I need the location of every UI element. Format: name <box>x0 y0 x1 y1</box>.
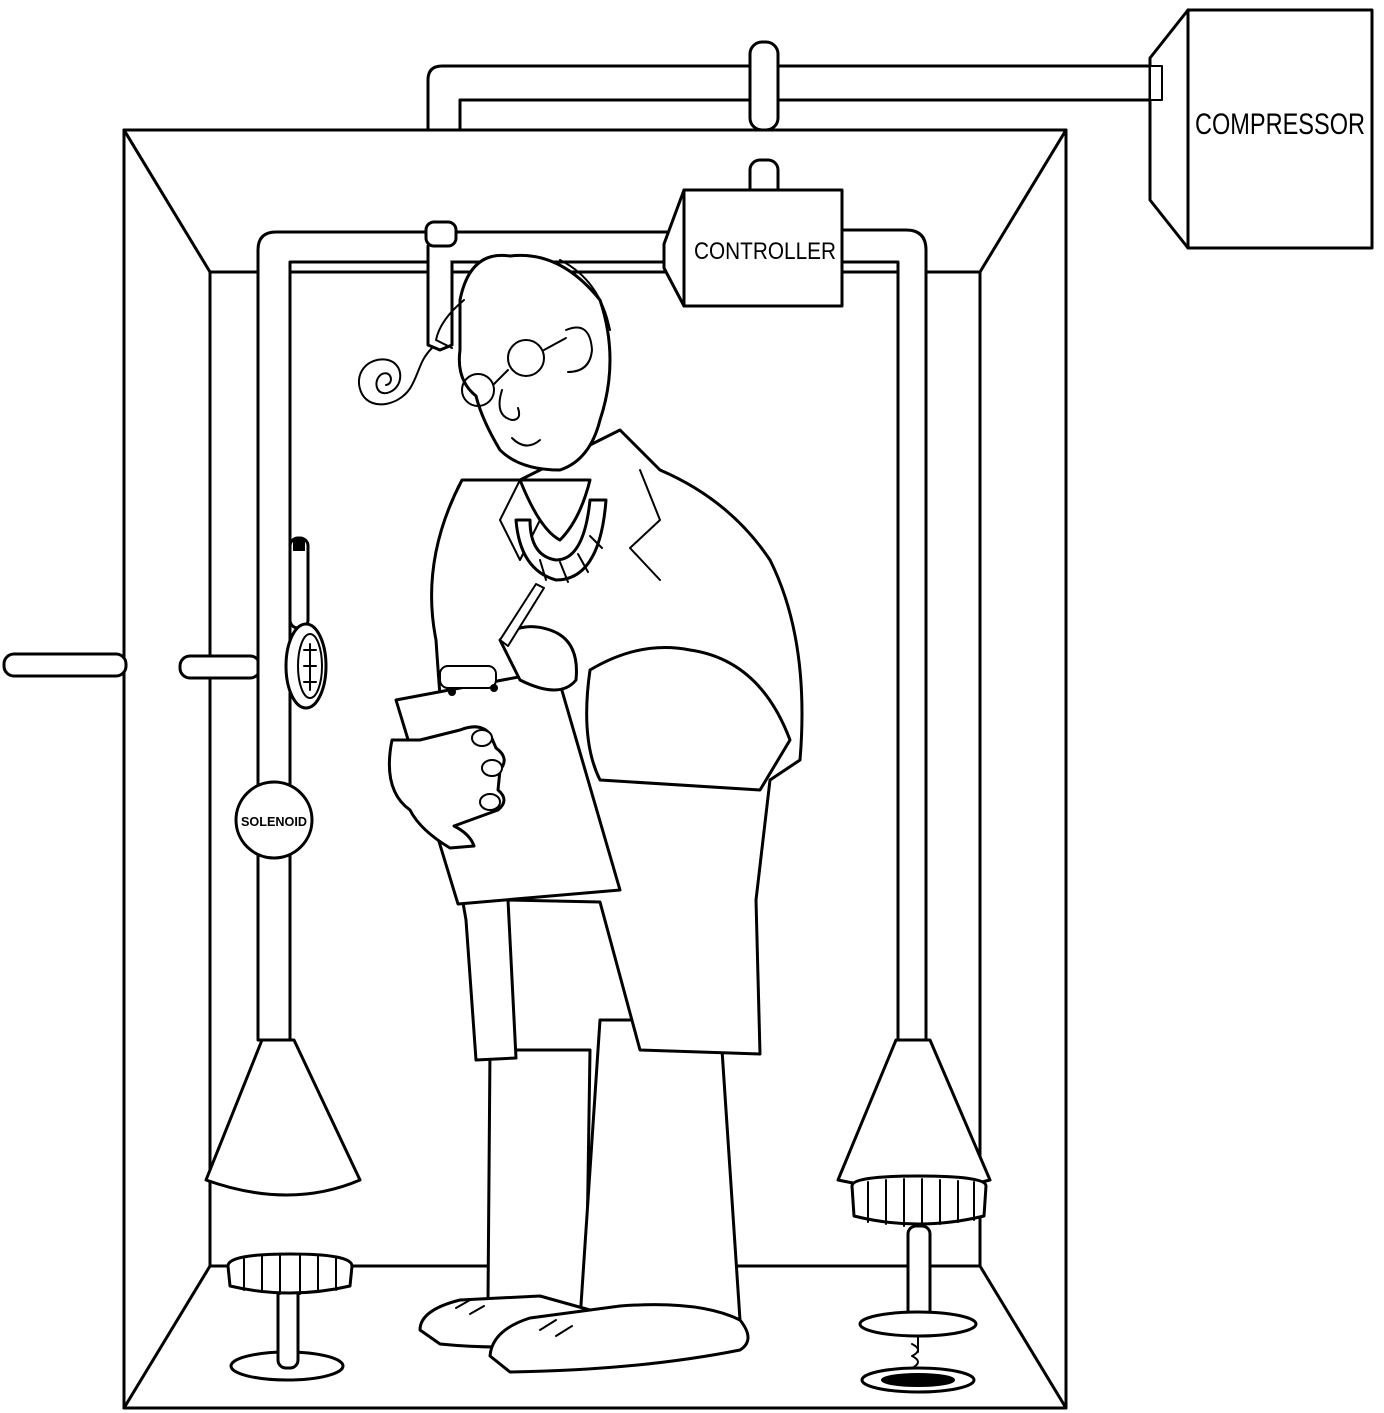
right-nozzle <box>836 1038 992 1191</box>
internal-pipes <box>256 158 928 1042</box>
compressor-unit <box>1148 8 1374 250</box>
controller-label: CONTROLLER <box>694 238 836 265</box>
external-pipes <box>2 40 1164 680</box>
solenoid-valve <box>234 780 314 860</box>
controller-unit <box>662 188 844 308</box>
compressor-label: COMPRESSOR <box>1195 108 1365 141</box>
left-floor-knob <box>226 1252 354 1382</box>
scientist-shoes <box>418 1294 750 1374</box>
thermometer-gauge <box>284 536 328 710</box>
right-ceiling-knob <box>850 1174 988 1394</box>
solenoid-label: SOLENOID <box>241 814 307 829</box>
left-nozzle <box>204 1038 362 1197</box>
scientist-figure <box>387 253 804 1322</box>
